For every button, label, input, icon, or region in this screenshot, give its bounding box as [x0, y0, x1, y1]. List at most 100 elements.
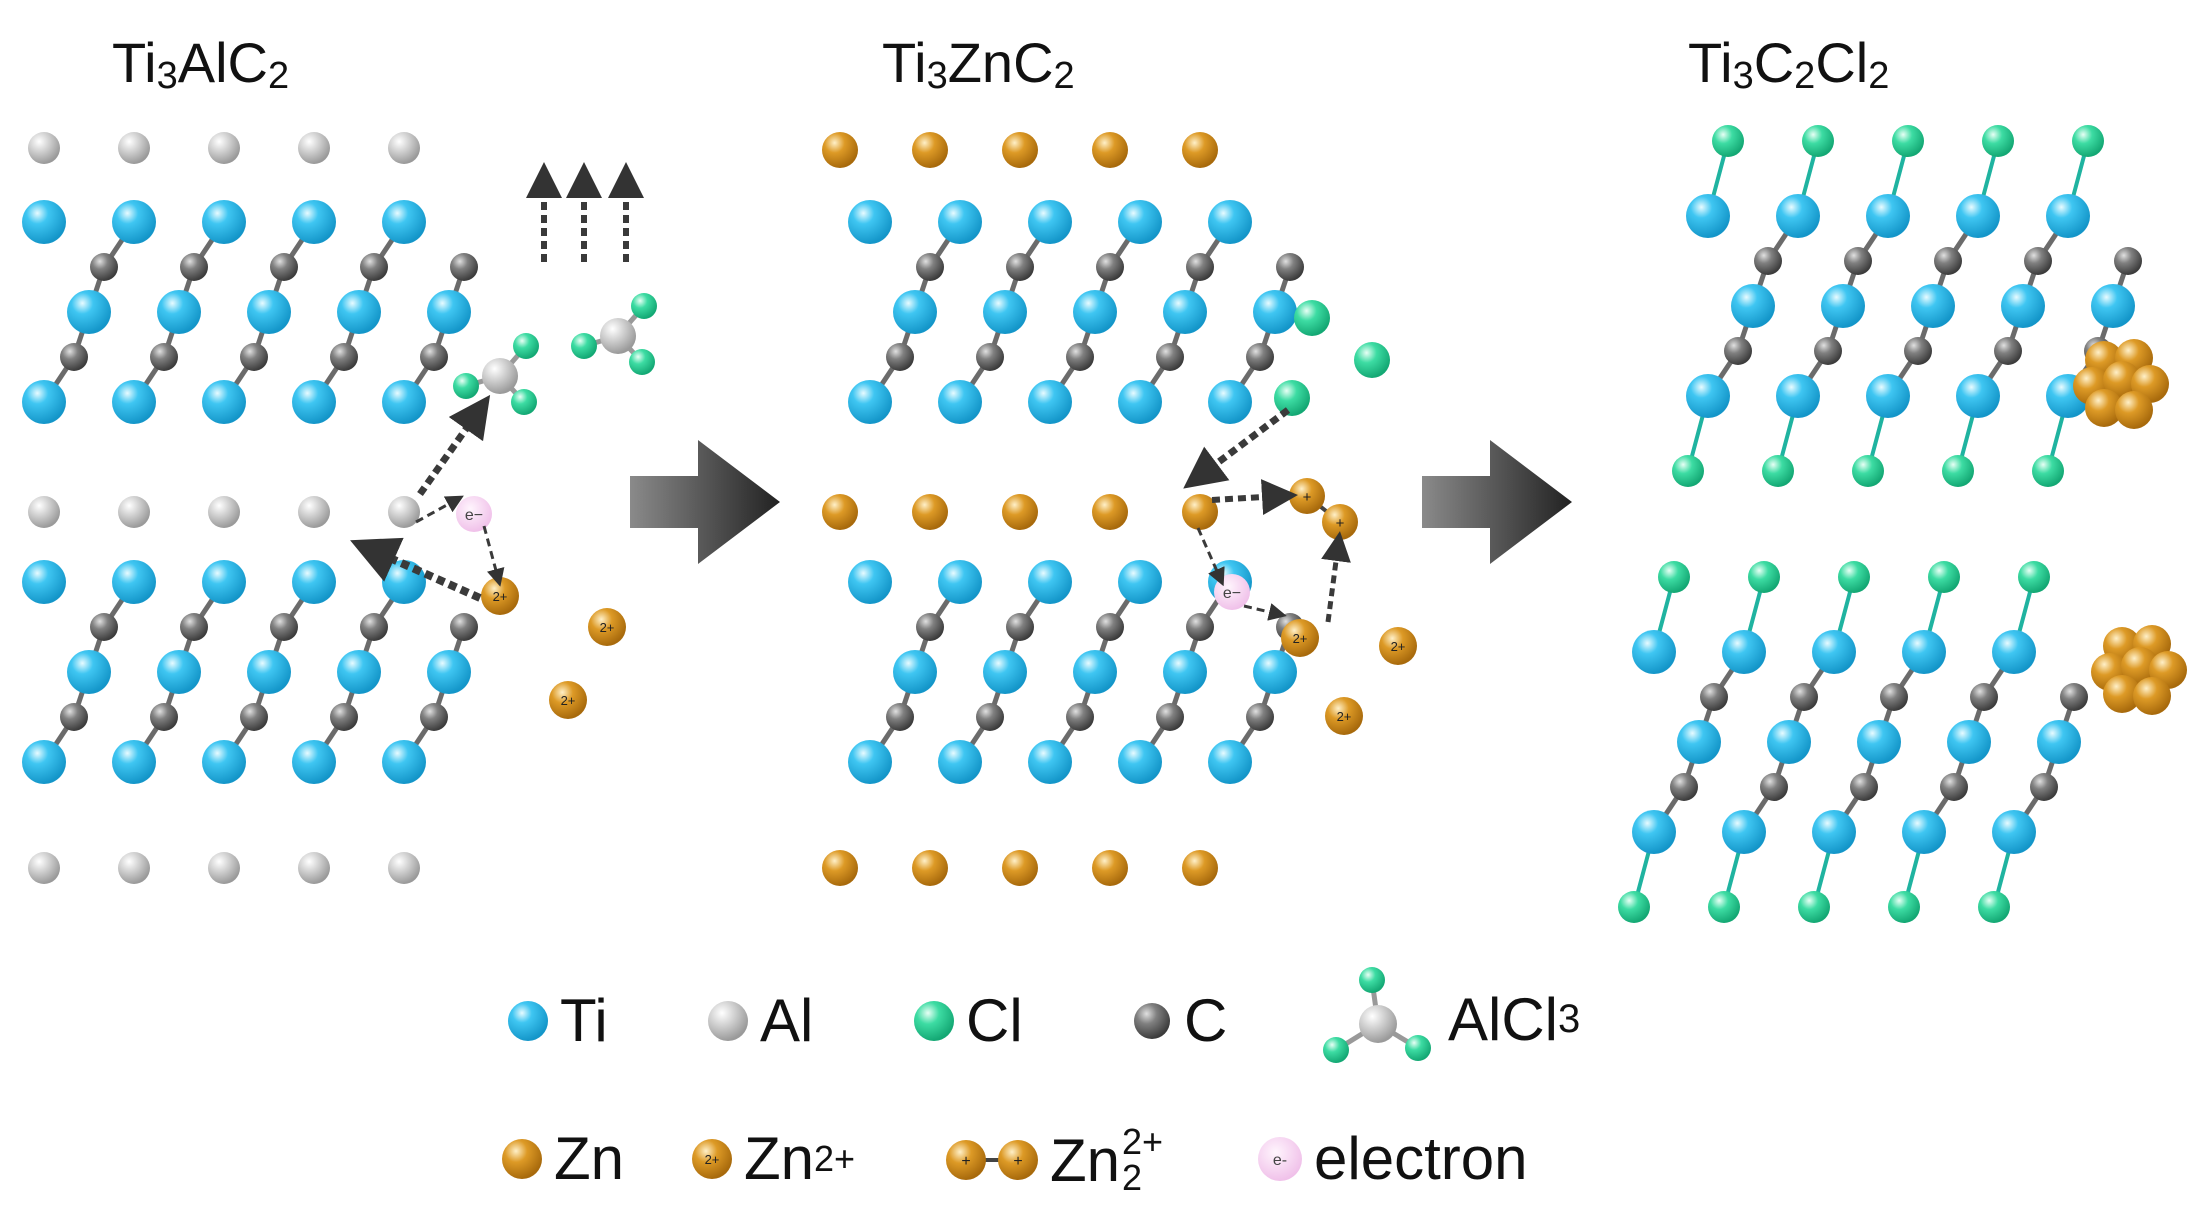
al-atom — [298, 132, 330, 164]
ti-atom — [1253, 650, 1297, 694]
cl-termination-atom — [1888, 891, 1920, 923]
c-atom — [360, 253, 388, 281]
c-atom — [1066, 703, 1094, 731]
ti-atom — [427, 650, 471, 694]
ti-atom — [893, 650, 937, 694]
ti-atom — [202, 200, 246, 244]
ti-atom — [1776, 194, 1820, 238]
ti-atom — [1028, 380, 1072, 424]
ti-atom — [22, 560, 66, 604]
c-atom — [1814, 337, 1842, 365]
al-atom — [388, 496, 420, 528]
ti-atom — [1163, 290, 1207, 334]
ti-atom — [1073, 290, 1117, 334]
cl-atom — [511, 389, 537, 415]
ti-atom — [893, 290, 937, 334]
zn-cluster-atom — [2103, 675, 2141, 713]
cl-atom — [513, 333, 539, 359]
atom-charge-label: 2+ — [561, 693, 576, 708]
zn-atom — [912, 494, 948, 530]
zn-ion — [549, 681, 587, 719]
ti-atom — [1073, 650, 1117, 694]
ti-atom — [1956, 194, 2000, 238]
zn-atom — [1002, 132, 1038, 168]
c-atom — [1156, 343, 1184, 371]
zn-ion — [588, 608, 626, 646]
zn-cluster-atom — [2115, 391, 2153, 429]
cl-termination-atom — [1658, 561, 1690, 593]
cl-termination-atom — [1802, 125, 1834, 157]
ti-atom — [2091, 284, 2135, 328]
ti-atom — [1632, 810, 1676, 854]
c-atom — [450, 253, 478, 281]
c-atom — [1156, 703, 1184, 731]
dashed-arrow — [482, 525, 505, 587]
process-arrow-icon — [630, 440, 780, 564]
c-atom — [90, 613, 118, 641]
al-atom — [118, 496, 150, 528]
svg-text:+: + — [1013, 1153, 1022, 1170]
atom-charge-label: 2+ — [600, 620, 615, 635]
cl-termination-atom — [1928, 561, 1960, 593]
dashed-arrow — [1321, 531, 1351, 623]
c-atom — [270, 613, 298, 641]
svg-text:2+: 2+ — [705, 1152, 720, 1167]
zn-ion — [1281, 619, 1319, 657]
al-atom — [28, 852, 60, 884]
zn-atom — [822, 494, 858, 530]
c-atom — [1096, 613, 1124, 641]
ti-atom — [1677, 720, 1721, 764]
ti-atom — [1208, 740, 1252, 784]
c-atom — [1276, 253, 1304, 281]
dashed-arrow — [1196, 527, 1225, 587]
bond-layer — [41, 140, 2131, 908]
zn-dimer-atom — [1322, 504, 1358, 540]
ti-atom — [938, 560, 982, 604]
atom-layer: 2+2+2+2+2+2+++e−e− — [22, 125, 2187, 923]
cl-termination-atom — [1712, 125, 1744, 157]
c-atom — [2114, 247, 2142, 275]
al-atom-icon — [708, 1000, 748, 1041]
al-atom — [28, 132, 60, 164]
cl-atom — [631, 293, 657, 319]
ti-atom — [112, 740, 156, 784]
ti-atom — [1857, 720, 1901, 764]
al-atom — [388, 852, 420, 884]
cl-termination-atom — [2018, 561, 2050, 593]
title-ti3znc2: Ti3ZnC2 — [882, 31, 1075, 97]
c-atom — [1670, 773, 1698, 801]
ti-atom — [1208, 380, 1252, 424]
c-atom — [916, 253, 944, 281]
ti-atom — [1208, 200, 1252, 244]
cl-termination-atom — [1618, 891, 1650, 923]
ti-atom — [1253, 290, 1297, 334]
ti-atom — [848, 560, 892, 604]
c-atom — [150, 343, 178, 371]
ti-atom — [1722, 810, 1766, 854]
cl-atom — [1274, 380, 1310, 416]
cl-atom — [629, 349, 655, 375]
ti-atom — [938, 740, 982, 784]
ti-atom — [1911, 284, 1955, 328]
atom-charge-label: 2+ — [1293, 631, 1308, 646]
c-atom — [2060, 683, 2088, 711]
c-atom — [1904, 337, 1932, 365]
c-atom — [1994, 337, 2022, 365]
cl-atom — [1354, 342, 1390, 378]
c-atom — [420, 343, 448, 371]
atom-charge-label: 2+ — [1337, 709, 1352, 724]
ti-atom — [1118, 740, 1162, 784]
ti-atom — [292, 740, 336, 784]
c-atom — [1006, 253, 1034, 281]
al-atom — [208, 852, 240, 884]
ti-atom — [1632, 630, 1676, 674]
ti-atom — [938, 380, 982, 424]
c-atom — [1760, 773, 1788, 801]
zn-atom — [1002, 850, 1038, 886]
title-ti3alc2: Ti3AlC2 — [112, 31, 290, 97]
cl-termination-atom — [1852, 455, 1884, 487]
c-atom — [420, 703, 448, 731]
ti-atom — [1947, 720, 1991, 764]
zn-cluster-atom — [2085, 389, 2123, 427]
c-atom — [1790, 683, 1818, 711]
